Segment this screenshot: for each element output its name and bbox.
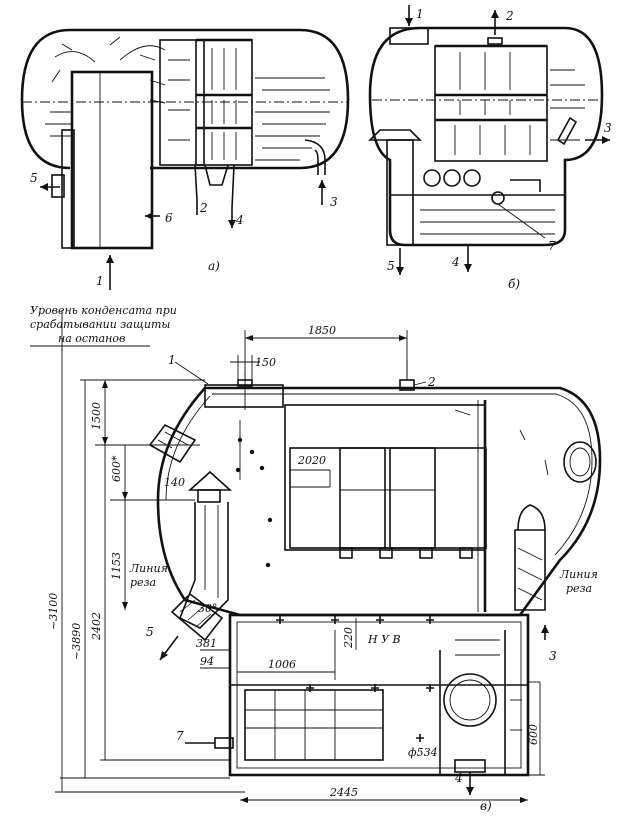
figure-b-label: б) (508, 277, 520, 291)
figure-c (30, 310, 602, 803)
dim-150: 150 (255, 356, 276, 369)
callout-c-3: 3 (549, 649, 557, 663)
dim-1850: 1850 (308, 324, 336, 337)
callout-c-4: 4 (454, 771, 463, 785)
dim-3890: ~3890 (70, 623, 83, 660)
callout-a-1: 1 (96, 274, 104, 288)
callout-a-2: 2 (199, 201, 208, 215)
note-cut-left-2: реза (130, 576, 156, 589)
callout-c-2: 2 (427, 375, 436, 389)
dim-220: 220 (342, 627, 355, 649)
note-cut-right-1: Линия (559, 568, 598, 581)
callout-b-3: 3 (604, 121, 612, 135)
callout-b-4: 4 (451, 255, 460, 269)
note-level-line3: на останов (58, 332, 125, 345)
callout-c-7: 7 (176, 729, 184, 743)
note-cut-right-2: реза (566, 582, 592, 595)
figure-c-label: в) (480, 799, 492, 813)
figure-a (20, 28, 350, 290)
callout-a-3: 3 (330, 195, 338, 209)
callout-b-7: 7 (548, 239, 556, 253)
dim-1153: 1153 (110, 552, 123, 580)
dim-2402: 2402 (90, 612, 103, 641)
figure-a-label: а) (208, 259, 220, 273)
callout-b-5: 5 (387, 259, 395, 273)
callout-b-1: 1 (416, 7, 424, 21)
dim-381: 381 (196, 637, 217, 650)
dim-94: 94 (200, 655, 214, 668)
callout-c-1: 1 (168, 353, 176, 367)
dim-534: ф534 (408, 746, 438, 759)
figure-b (368, 5, 610, 275)
dim-140: 140 (164, 476, 185, 489)
callout-b-2: 2 (505, 9, 514, 23)
dim-2445: 2445 (329, 786, 358, 799)
note-level-line2: срабатывании защиты (30, 318, 170, 331)
note-nuv: Н У В (367, 633, 401, 646)
callout-c-5: 5 (146, 625, 154, 639)
dim-1006: 1006 (268, 658, 296, 671)
callout-a-6: 6 (165, 211, 173, 225)
dim-600-star: 600* (110, 455, 123, 482)
dim-2020: 2020 (297, 454, 326, 467)
dim-1500: 1500 (90, 402, 103, 430)
dim-3100: ~3100 (47, 593, 60, 630)
dim-600: 600 (527, 724, 540, 745)
callout-a-4: 4 (235, 213, 244, 227)
dim-30-deg: 30° (198, 602, 218, 615)
callout-a-5: 5 (30, 171, 38, 185)
note-cut-left-1: Линия (129, 562, 168, 575)
note-level-line1: Уровень конденсата при (30, 304, 177, 317)
